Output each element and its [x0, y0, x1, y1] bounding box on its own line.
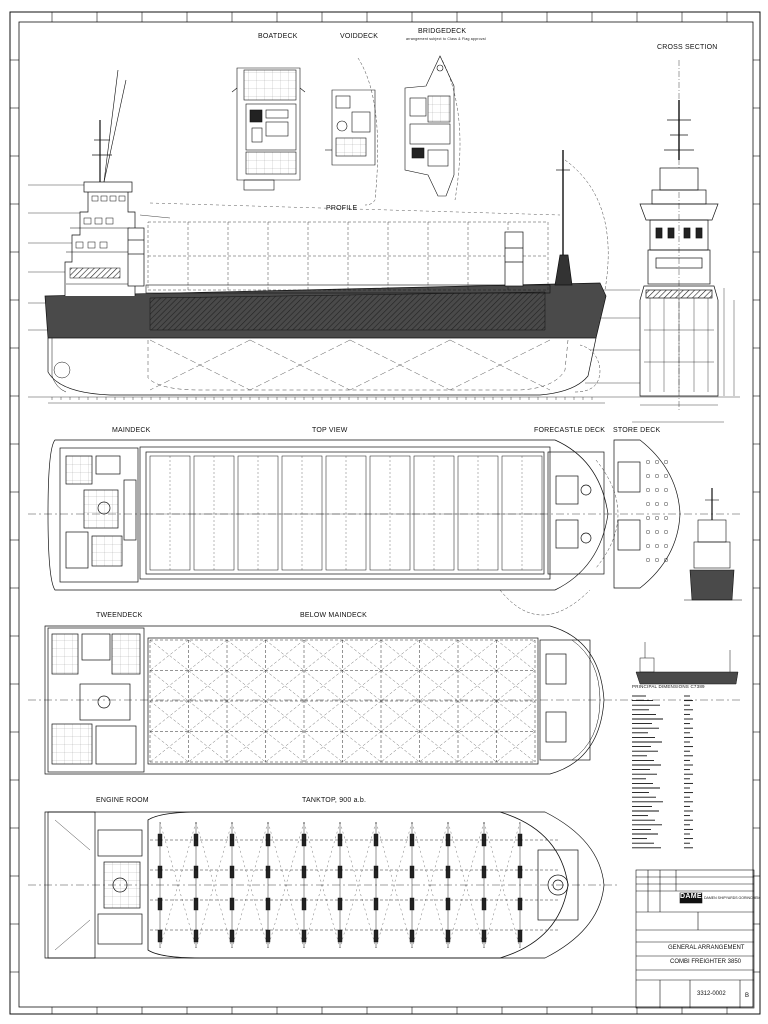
vessel-name: COMBI FREIGHTER 3850 — [670, 959, 742, 965]
sheet-border-outer — [9, 11, 761, 1015]
view-label-maindeck: MAINDECK — [112, 427, 151, 434]
principal-dimensions-table — [632, 695, 693, 849]
mini-profile — [635, 642, 739, 685]
view-label-boatdeck: BOATDECK — [258, 33, 298, 40]
view-label-voiddeck: VOIDDECK — [340, 33, 379, 40]
sheet-revision: B — [745, 993, 750, 999]
bridgedeck-plan — [404, 55, 461, 201]
view-label-profile: PROFILE — [326, 205, 358, 212]
bow-elevation — [684, 488, 742, 601]
view-label-engine-room: ENGINE ROOM — [96, 797, 149, 804]
tanktop-plan — [28, 811, 620, 959]
view-label-top-view: TOP VIEW — [312, 427, 348, 434]
view-label-below-maindeck: BELOW MAINDECK — [300, 612, 367, 619]
top-view-plan — [28, 439, 740, 615]
view-label-bridgedeck: BRIDGEDECK — [418, 28, 467, 35]
principal-dimensions-title: PRINCIPAL DIMENSIONS C7389 — [632, 684, 705, 689]
drawing-title: GENERAL ARRANGEMENT — [668, 945, 745, 951]
sheet-border-inner — [18, 21, 754, 1008]
cross-section-view — [632, 60, 735, 423]
view-label-tanktop: TANKTOP, 900 a.b. — [302, 797, 367, 804]
view-label-forecastle-deck: FORECASTLE DECK — [534, 427, 606, 434]
drawing-number: 3312-0002 — [697, 991, 726, 997]
title-block — [635, 869, 755, 1009]
voiddeck-plan — [325, 57, 378, 206]
view-label-cross-section: CROSS SECTION — [657, 44, 718, 51]
bridgedeck-note: arrangement subject to Class & Flag appr… — [406, 37, 486, 41]
view-label-store-deck: STORE DECK — [613, 427, 661, 434]
border-ticks — [10, 12, 760, 1014]
boatdeck-plan — [231, 67, 306, 191]
company-logo-text: DAMEN — [680, 893, 708, 900]
view-label-tweendeck: TWEENDECK — [96, 612, 143, 619]
company-subtitle: DAMEN SHIPYARDS GORINCHEM — [704, 896, 761, 900]
profile-view — [28, 69, 740, 404]
tweendeck-plan — [28, 625, 740, 775]
